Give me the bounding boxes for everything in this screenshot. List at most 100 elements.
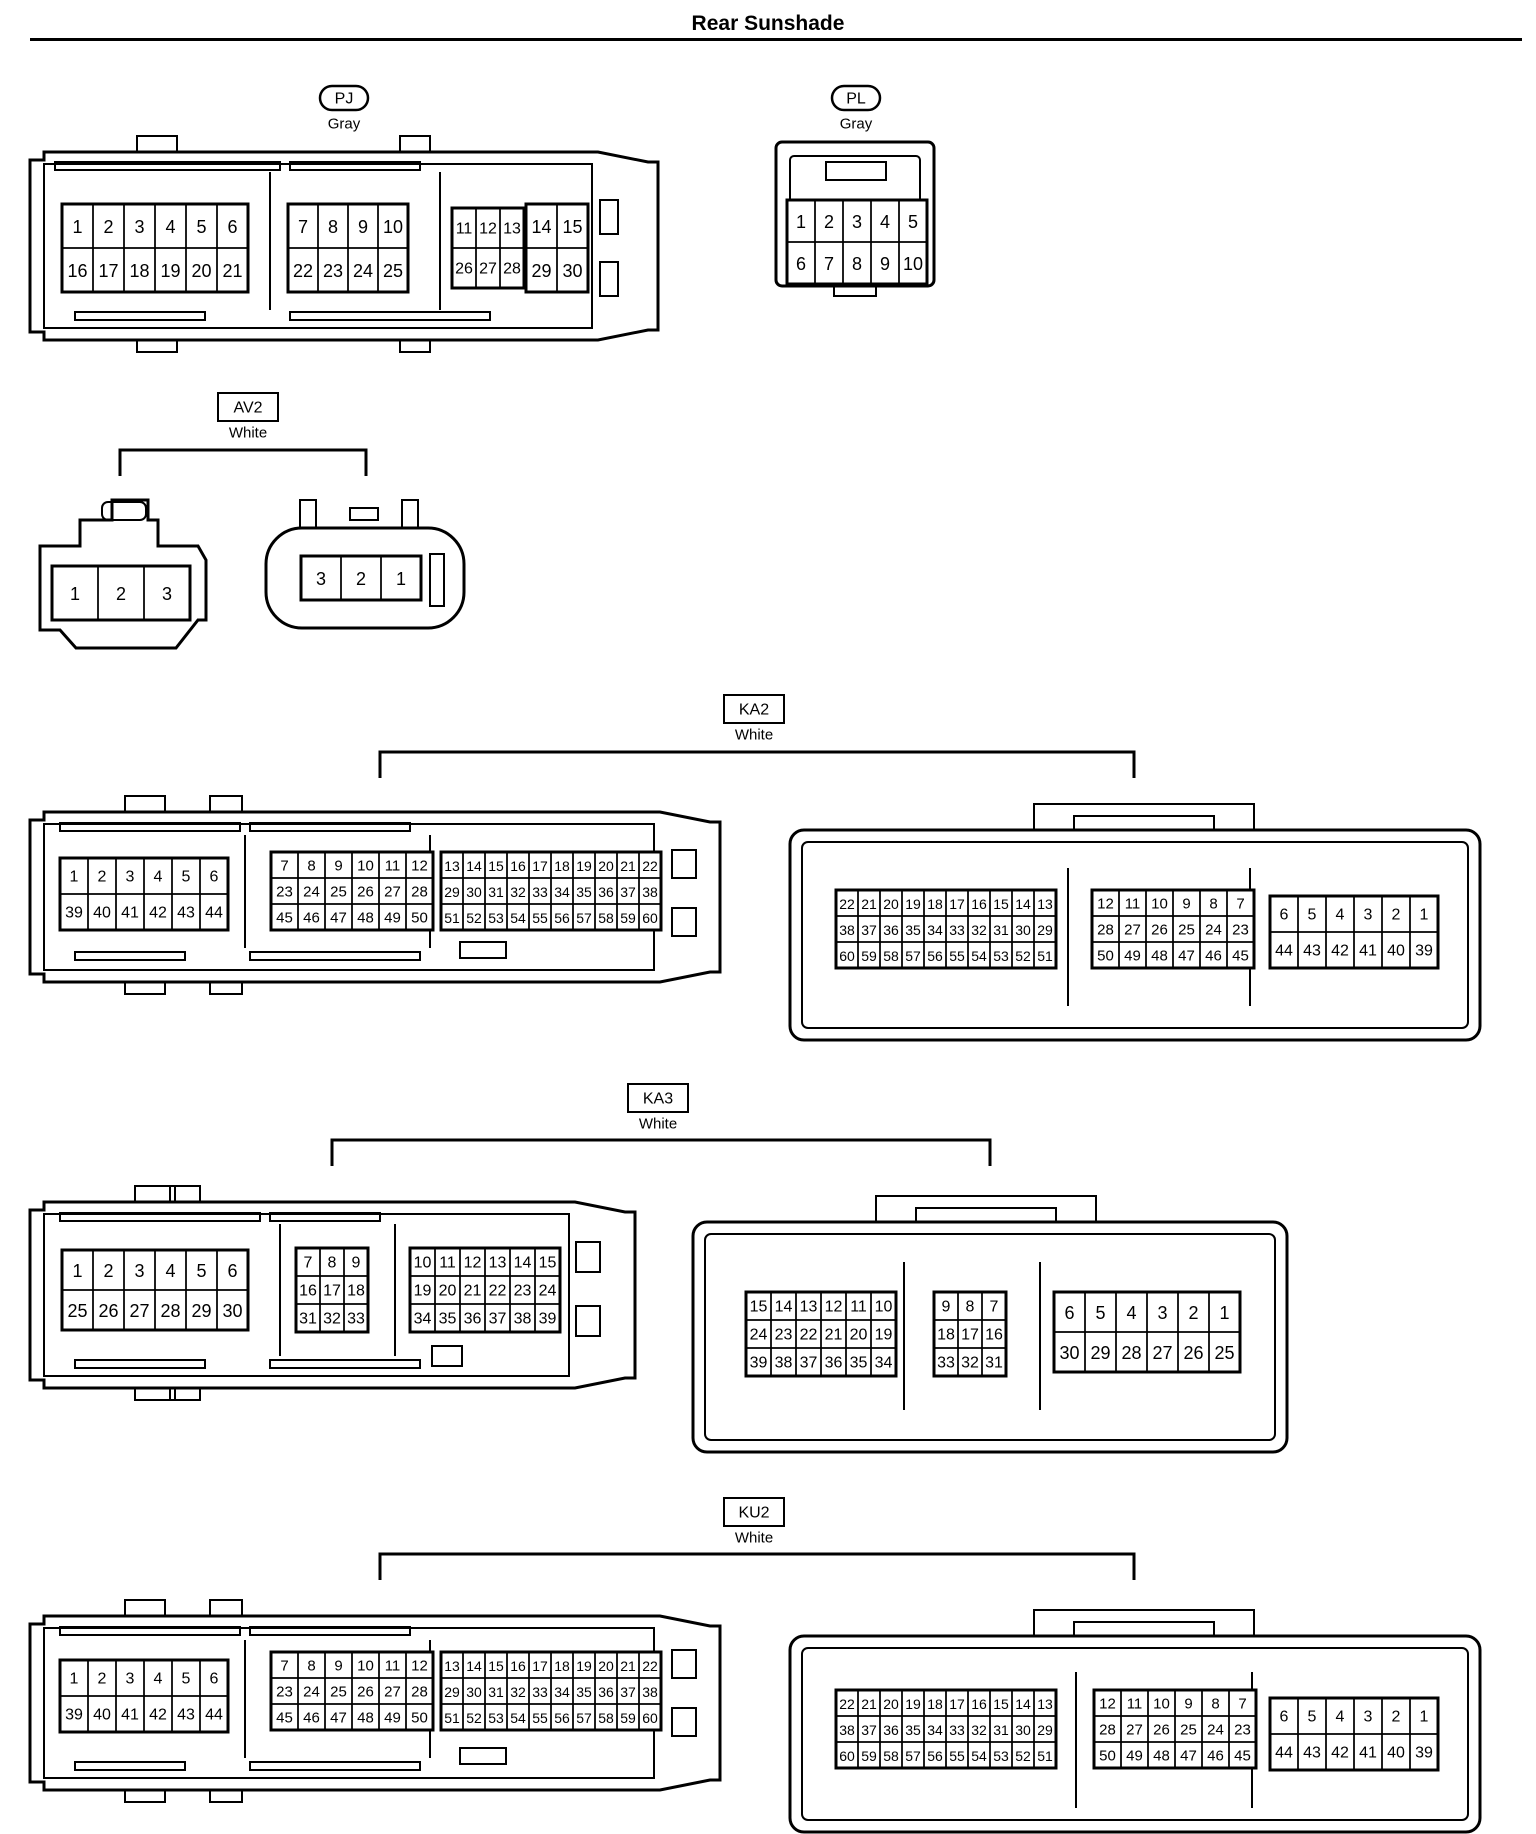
pin-number: 18 [927,896,943,912]
pin-number: 28 [1121,1343,1141,1363]
pin-number: 26 [1151,922,1168,939]
pin-number: 10 [357,858,374,875]
pin-number: 37 [861,1722,877,1738]
pin-number: 31 [993,922,1009,938]
pin-number: 40 [1387,1745,1405,1762]
pin-number: 24 [1205,922,1222,939]
pin-number: 15 [993,1696,1009,1712]
pin-number: 5 [182,1671,191,1688]
pin-number: 38 [839,1722,855,1738]
pin-number: 2 [103,1261,113,1281]
pin-number: 23 [1232,922,1249,939]
pin-number: 52 [466,1710,482,1726]
pin-number: 12 [411,1658,428,1675]
pin-number: 48 [1153,1748,1170,1765]
pin-number: 60 [642,1710,658,1726]
pin-number: 31 [299,1311,317,1328]
pin-number: 27 [384,1684,401,1701]
pin-number: 22 [839,896,855,912]
pin-number: 60 [839,1748,855,1764]
pin-number: 22 [800,1327,818,1344]
pin-number: 1 [72,217,82,237]
pin-number: 30 [466,1684,482,1700]
pin-number: 8 [307,1658,315,1675]
pin-number: 9 [1184,1696,1192,1713]
pin-number: 38 [642,1684,658,1700]
pin-number: 4 [165,1261,175,1281]
pin-number: 42 [149,905,167,922]
pin-number: 52 [466,910,482,926]
title-rule [30,38,1522,41]
pin-number: 3 [126,1671,135,1688]
pin-number: 60 [642,910,658,926]
connector-code-badge [627,1083,689,1113]
housing-inner-wall [43,163,593,329]
pin-number: 38 [775,1355,793,1372]
pin-number: 29 [1037,1722,1053,1738]
pin-number: 51 [444,910,460,926]
pin-number: 9 [1182,896,1190,913]
housing-key [459,1747,507,1765]
pin-number: 17 [323,1283,341,1300]
pin-number: 46 [303,910,320,927]
pin-number: 51 [1037,1748,1053,1764]
pin-number: 21 [464,1283,482,1300]
pin-number: 42 [1331,1745,1349,1762]
pin-number: 7 [1238,1696,1246,1713]
pin-number: 4 [1336,907,1345,924]
pin-number: 25 [1178,922,1195,939]
pin-number: 53 [993,1748,1009,1764]
pin-number: 34 [875,1355,893,1372]
pin-number: 54 [971,1748,987,1764]
pin-number: 57 [905,1748,921,1764]
pin-number: 16 [299,1283,317,1300]
connector-color: White [229,425,267,442]
pin-number: 46 [1207,1748,1224,1765]
pin-number: 4 [880,212,890,232]
pin-number: 14 [514,1255,532,1272]
pin-number: 18 [937,1327,955,1344]
housing-latch [399,135,431,153]
pin-number: 23 [276,1684,293,1701]
pin-number: 36 [464,1311,482,1328]
pin-number: 31 [488,1684,504,1700]
pin-number: 36 [883,922,899,938]
pin-number: 40 [93,905,111,922]
pin-number: 10 [357,1658,374,1675]
pin-number: 15 [750,1299,768,1316]
pin-number: 26 [455,261,473,278]
pin-number: 10 [903,254,923,274]
pin-number: 7 [1236,896,1244,913]
pin-number: 58 [598,1710,614,1726]
pin-number: 44 [1275,1745,1293,1762]
pin-number: 16 [985,1327,1003,1344]
pin-number: 13 [503,221,521,238]
pin-number: 2 [356,569,366,589]
pin-number: 12 [464,1255,482,1272]
pin-number: 32 [961,1355,979,1372]
pin-number: 34 [554,1684,570,1700]
pin-number: 24 [353,261,373,281]
pin-number: 9 [334,858,342,875]
pin-number: 9 [358,217,368,237]
pin-number: 1 [70,584,80,604]
pin-number: 17 [949,896,965,912]
pin-number: 17 [532,1658,548,1674]
pin-number: 50 [411,910,428,927]
connector-code-badge [723,694,785,724]
pin-number: 51 [1037,948,1053,964]
housing-key [575,1241,601,1273]
pin-number: 3 [1157,1303,1167,1323]
housing-latch [136,135,178,153]
pin-number: 20 [598,1658,614,1674]
housing-latch [209,981,243,995]
pin-number: 19 [905,896,921,912]
housing-latch [101,501,147,521]
pin-number: 46 [1205,948,1222,965]
